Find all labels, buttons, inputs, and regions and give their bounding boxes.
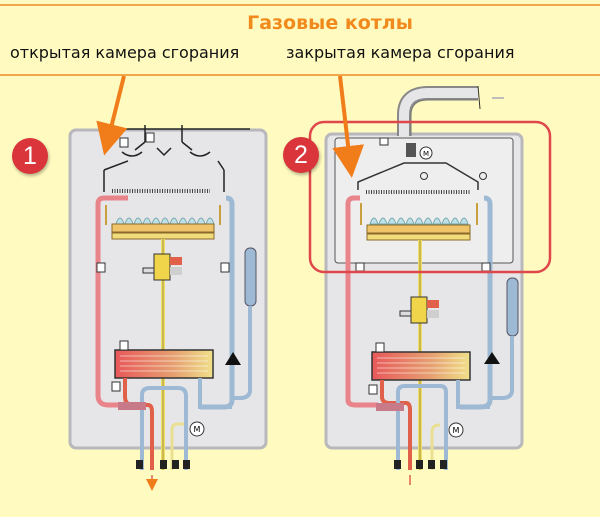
label-closed-chamber: закрытая камера сгорания	[286, 43, 515, 62]
draught-diverter	[103, 125, 250, 192]
expansion-tank	[244, 247, 257, 307]
sensor-icon	[355, 262, 365, 272]
sensor-icon	[220, 262, 230, 273]
badge-diagram-2: 2	[283, 137, 319, 173]
burner	[111, 223, 215, 233]
sensor-icon	[111, 381, 121, 392]
secondary-heat-exchanger	[114, 349, 214, 379]
burner-flames	[369, 217, 469, 225]
motor-icon	[189, 421, 205, 437]
burner-flames	[115, 217, 215, 225]
pressure-switch	[379, 137, 389, 146]
sensor-icon	[96, 262, 106, 273]
pump-icon	[225, 352, 241, 365]
secondary-heat-exchanger	[371, 351, 471, 381]
page-title: Газовые котлы	[247, 12, 413, 34]
gas-valve	[142, 253, 182, 281]
connection-valves	[136, 460, 190, 469]
gas-valve	[399, 296, 439, 324]
flue-hood	[357, 162, 479, 190]
fan	[406, 143, 416, 157]
diverter-valve	[376, 403, 404, 411]
motor-icon	[448, 422, 464, 438]
fan-motor-icon	[419, 146, 433, 160]
diverter-valve	[118, 402, 146, 410]
closed-chamber-highlight	[308, 120, 552, 274]
boiler-closed-chamber: M	[308, 85, 552, 485]
burner-base	[366, 233, 471, 241]
header-rule	[0, 74, 600, 76]
motor-label: M	[194, 425, 201, 434]
sensor-icon	[481, 262, 491, 272]
sensor-icon	[375, 342, 385, 353]
badge-diagram-1: 1	[12, 138, 48, 174]
sensor-icon	[119, 340, 129, 351]
pointer-arrow-closed	[332, 75, 365, 178]
top-rule	[0, 4, 600, 6]
connection-valves	[394, 460, 447, 469]
hot-water-pipe	[345, 195, 378, 408]
boiler-open-chamber: M	[68, 125, 268, 491]
sensor-icon	[145, 132, 155, 143]
label-open-chamber: открытая камера сгорания	[10, 43, 240, 62]
expansion-tank	[506, 277, 519, 337]
sensor-icon	[119, 137, 129, 148]
burner-base	[111, 232, 215, 240]
fan-motor-label: M	[423, 150, 429, 158]
pointer-arrow-open	[96, 75, 128, 156]
sensor-icon	[368, 384, 378, 395]
motor-label: M	[453, 426, 460, 435]
burner	[366, 224, 471, 234]
hot-water-pipe	[95, 195, 128, 408]
pump-icon	[484, 352, 500, 364]
